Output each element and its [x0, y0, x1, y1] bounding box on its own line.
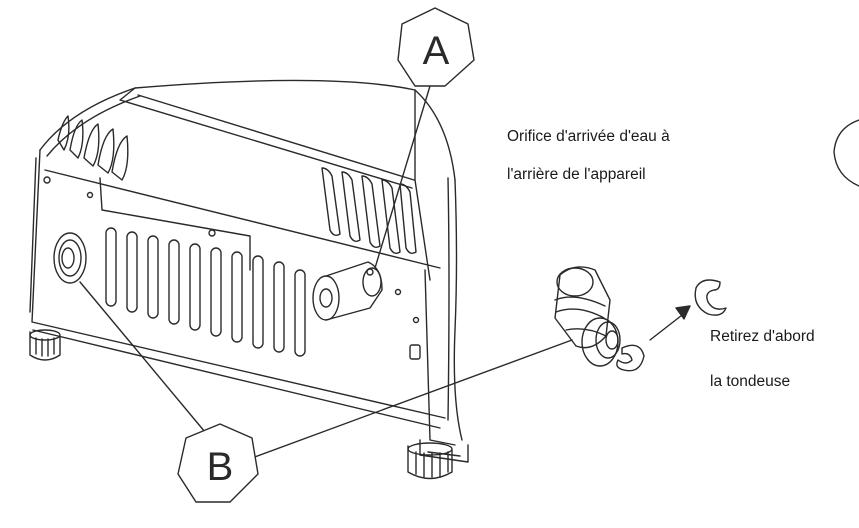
inlet-caption-line1: Orifice d'arrivée d'eau à: [507, 128, 670, 145]
callout-b-leader-right: [251, 339, 573, 459]
callout-a: A: [374, 7, 475, 269]
side-plate: [424, 269, 456, 446]
callout-a-leader: [374, 85, 431, 269]
rear-panel-mid-seam: [44, 169, 441, 269]
inlet-fitting: [554, 266, 645, 372]
base-clip: [419, 439, 469, 463]
screw-hole: [394, 288, 402, 296]
right-upper-edge: [414, 89, 431, 281]
rear-panel-left-inner: [29, 157, 37, 313]
callout-a-letter: A: [423, 29, 450, 73]
retaining-clip: [694, 279, 727, 316]
appliance-housing: [29, 79, 469, 463]
remove-caption-line2: la tondeuse: [710, 373, 791, 390]
screw-hole: [412, 316, 420, 324]
appliance-feet: [29, 329, 453, 480]
top-panel-seam: [119, 87, 413, 189]
housing-top-outline: [39, 79, 456, 181]
rear-panel-outline: [31, 149, 446, 419]
remove-caption-line1: Retirez d'abord: [710, 328, 815, 345]
cropped-callout-edge: [833, 119, 859, 187]
callout-b: B: [79, 281, 573, 503]
callout-b-leader-left: [79, 281, 206, 433]
removal-arrow: [649, 305, 691, 341]
rear-panel-step: [99, 177, 251, 271]
callout-b-letter: B: [207, 445, 234, 489]
screw-hole: [43, 176, 51, 184]
rear-vent-slots: [105, 227, 306, 357]
top-vent-slots: [57, 115, 129, 181]
water-inlet-valve: [312, 261, 383, 321]
water-connector-port: [53, 232, 87, 284]
screw-hole: [86, 191, 94, 199]
right-front-curve: [453, 179, 463, 441]
screw-hole: [208, 229, 216, 237]
right-front-curve-inner: [447, 177, 450, 421]
housing-top-inner: [46, 95, 141, 157]
side-slot: [409, 344, 421, 360]
rear-panel-bottom-inner: [32, 329, 441, 429]
inlet-caption-line2: l'arrière de l'appareil: [507, 166, 646, 183]
right-vent-slots: [321, 167, 417, 255]
top-panel-seam-inner: [137, 94, 415, 181]
